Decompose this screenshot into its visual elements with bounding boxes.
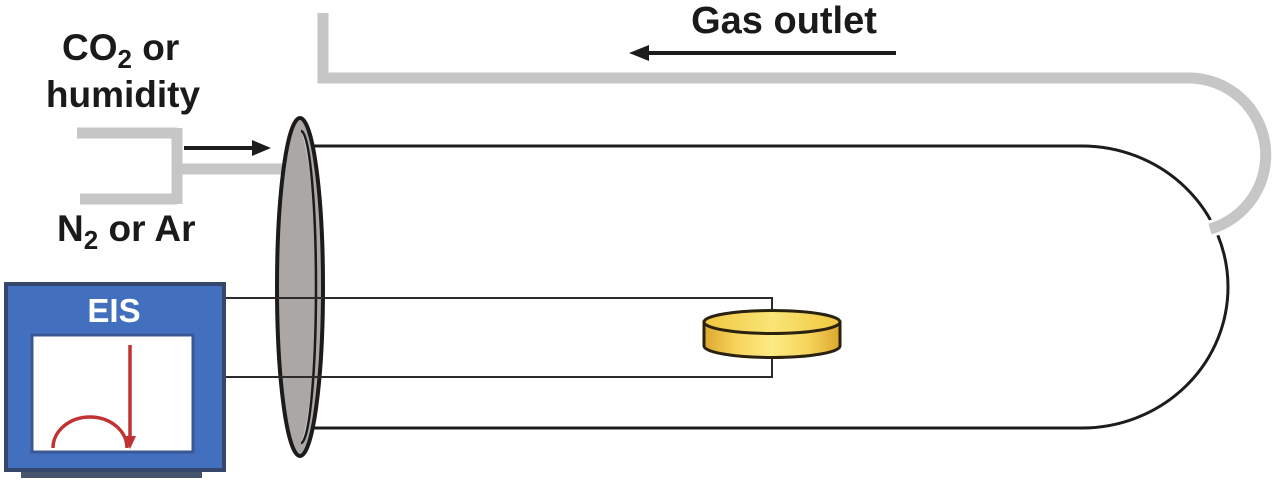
stopper-inner-rim (300, 129, 318, 445)
tube-stopper (275, 116, 325, 458)
sensor-disc (702, 309, 842, 359)
label-inlet-gas-1: CO2 or (62, 27, 179, 74)
label-inlet-gas-2: N2 or Ar (57, 208, 196, 255)
outlet-arrow-icon (629, 45, 896, 61)
eis-instrument: EIS (4, 282, 226, 478)
gas-outlet-pipe-casing (314, 13, 1275, 238)
inlet-arrowhead (252, 140, 271, 156)
inlet-arrow-icon (184, 140, 271, 156)
eis-base-bar (21, 468, 202, 478)
gas-inlet-fork-pipe (77, 127, 292, 205)
eis-label: EIS (87, 292, 140, 329)
label-gas-outlet: Gas outlet (691, 0, 877, 42)
outlet-arrowhead (629, 45, 649, 61)
stopper-body (275, 116, 325, 458)
label-inlet-gas-1-line2: humidity (46, 74, 201, 115)
nyquist-plot-icon (51, 345, 136, 449)
sample-tube-outline (300, 144, 1230, 430)
nyquist-arrowhead (124, 436, 136, 449)
gas-outlet-pipe-line (317, 13, 1272, 235)
sensor-disc-top (702, 309, 842, 335)
nyquist-semicircle (51, 415, 129, 449)
gas-outlet-pipe (314, 13, 1275, 238)
